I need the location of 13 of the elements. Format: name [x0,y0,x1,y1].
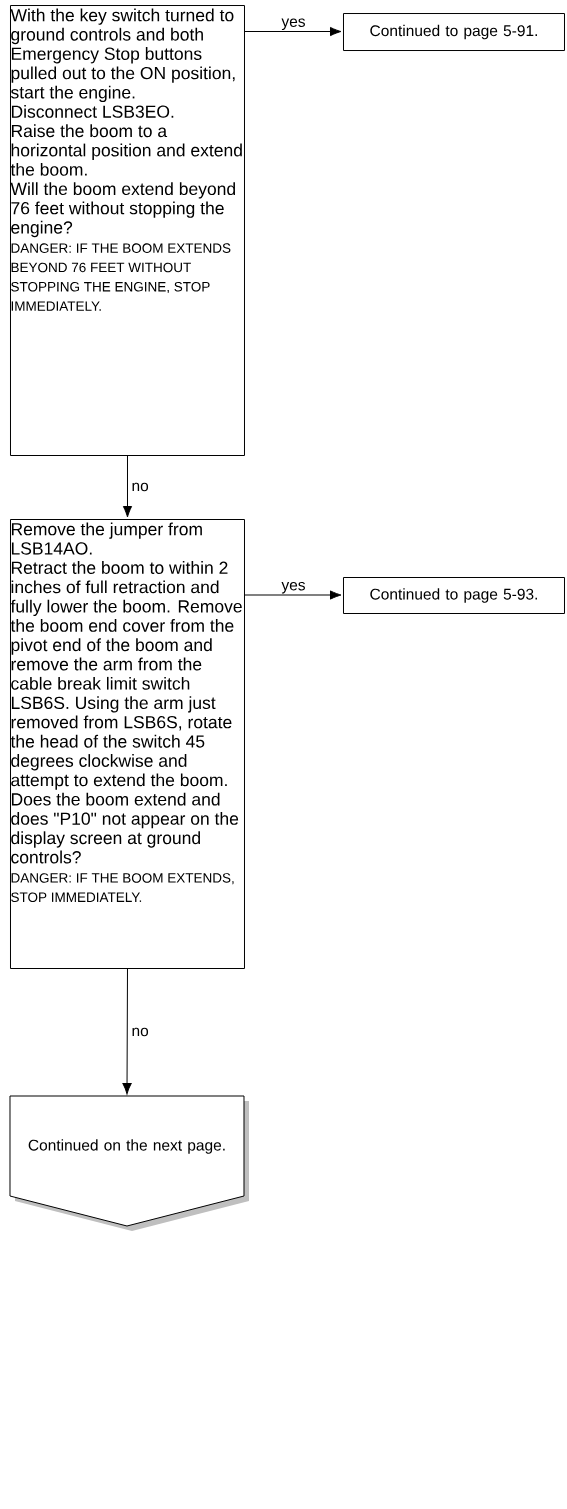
process-box: With the key switch turned to ground controls and both Emergency Stop buttons pulled out to the ON position, start the engine. Disconnect LSB3EO. Raise the boom to a horizontal position and extend the boom. Will the boom extend beyond 76 feet without stopping the engine? DANGER: IF THE BOOM EXTENDS BEYOND 76 FEET WITHOUT STOPPING THE ENGINE, STOP IMMEDIATELY. [10,5,245,456]
arrow [244,26,342,37]
reference-box: Continued to page 5-93. [343,577,565,614]
edge-label: no [130,481,150,493]
arrow [122,455,133,518]
process-box: Remove the jumper from LSB14AO. Retract the boom to within 2 inches of full retraction and fully lower the boom. Remove the boom end cover from the pivot end of the boom and remove the arm from the cable break limit switch LSB6S. Using the arm just removed from LSB6S, rotate the head of the switch 45 degrees clockwise and attempt to extend the boom. Does the boom extend and does "P10" not appear on the display screen at ground controls? DANGER: IF THE BOOM EXTENDS, STOP IMMEDIATELY. [10,519,245,969]
arrow [122,968,132,1095]
arrow [244,590,342,600]
off-page-connector: Continued on the next page. [9,1095,249,1231]
edge-label: no [130,1026,150,1038]
edge-label: yes [281,18,305,30]
reference-box: Continued to page 5-91. [343,13,565,51]
edge-label: yes [281,581,305,594]
